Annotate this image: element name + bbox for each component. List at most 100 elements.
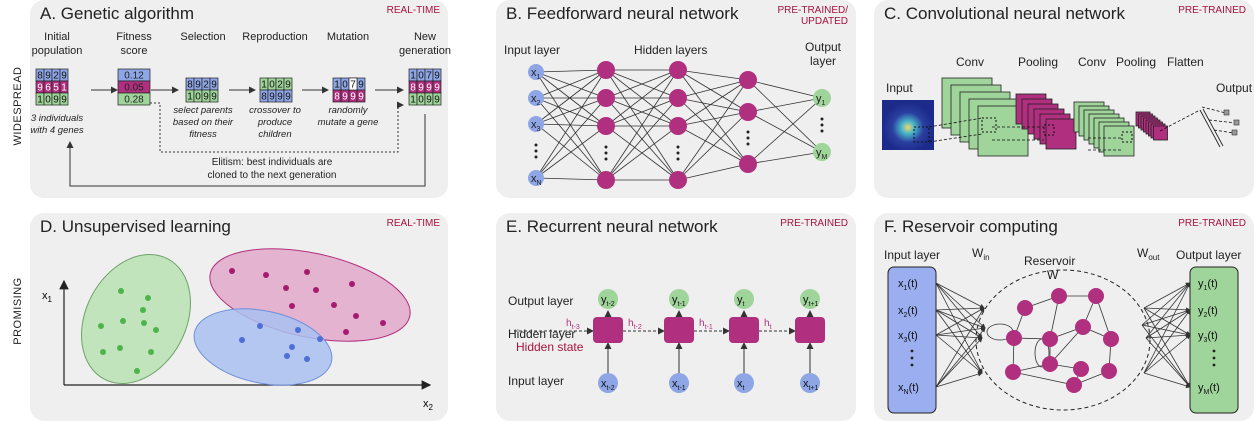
label-output-2: layer bbox=[810, 54, 836, 68]
w-out-letter: W bbox=[1137, 246, 1149, 260]
pooling-feature-map bbox=[1153, 125, 1168, 141]
caption-elitism-1: Elitism: best individuals are bbox=[212, 157, 333, 168]
ellipsis-dot bbox=[604, 145, 608, 149]
data-point-purple bbox=[349, 281, 355, 287]
population-cell bbox=[59, 92, 69, 106]
data-point-purple bbox=[289, 303, 295, 309]
reservoir-boundary bbox=[975, 269, 1151, 411]
connection bbox=[747, 97, 823, 165]
output-label: y2(t) bbox=[1198, 305, 1218, 319]
input-label: x1 bbox=[531, 67, 541, 81]
mutated-value: 9 bbox=[350, 92, 356, 103]
input-weight bbox=[935, 371, 983, 388]
ellipsis-dot bbox=[910, 349, 914, 353]
output-weight bbox=[1143, 282, 1191, 309]
connection bbox=[605, 125, 679, 181]
badge-pre-trained: PRE-TRAINED bbox=[1178, 218, 1246, 229]
label-w-out: Wout bbox=[1137, 246, 1160, 262]
hidden-neuron bbox=[739, 103, 757, 121]
input-label: xt-2 bbox=[601, 378, 615, 392]
connection bbox=[677, 111, 749, 181]
reproduced-value: 9 bbox=[285, 80, 291, 91]
header-selection: Selection bbox=[180, 31, 225, 43]
connection bbox=[677, 69, 749, 165]
reservoir-diagram: Input layer Reservoir Output layer W Win… bbox=[884, 246, 1241, 414]
input-weight bbox=[935, 334, 983, 374]
data-point-green bbox=[134, 368, 140, 374]
ellipsis-dot bbox=[534, 155, 538, 159]
badge-real-time: REAL-TIME bbox=[386, 218, 440, 229]
header-initial: Initial bbox=[44, 31, 70, 43]
output-weight bbox=[1143, 307, 1191, 313]
mutated-value: 9 bbox=[358, 92, 364, 103]
axis-x-sub: 2 bbox=[429, 403, 434, 412]
connection bbox=[605, 69, 679, 127]
label-output: Output bbox=[1216, 81, 1253, 95]
data-point-purple bbox=[313, 287, 319, 293]
output-label: yM(t) bbox=[1198, 382, 1220, 396]
input-neuron bbox=[528, 170, 544, 186]
caption-elitism-2: cloned to the next generation bbox=[208, 170, 337, 181]
population-value: 2 bbox=[53, 71, 59, 82]
label-pooling-2: Pooling bbox=[1116, 55, 1156, 69]
connection bbox=[535, 125, 607, 179]
output-weight bbox=[1145, 332, 1191, 339]
population-value: 9 bbox=[45, 71, 51, 82]
input-label: xt+1 bbox=[803, 378, 819, 392]
input-weight bbox=[935, 282, 985, 309]
connection bbox=[747, 151, 823, 165]
input-label: xt bbox=[737, 378, 745, 392]
hidden-unit bbox=[593, 317, 623, 343]
new-generation-value: 1 bbox=[410, 95, 416, 106]
ellipsis-dot bbox=[604, 157, 608, 161]
connection bbox=[677, 97, 749, 165]
output-label: y1 bbox=[816, 93, 826, 107]
hidden-state-label: ht-2 bbox=[628, 318, 642, 331]
axis-y-label: x1 bbox=[42, 290, 53, 304]
w-in-letter: W bbox=[972, 246, 984, 260]
cluster-green bbox=[81, 254, 191, 384]
reservoir-node bbox=[1042, 356, 1058, 372]
data-point-green bbox=[153, 327, 159, 333]
caption-pop-2: with 4 genes bbox=[30, 125, 84, 136]
data-point-green bbox=[117, 345, 123, 351]
hidden-state-label: ht bbox=[764, 318, 772, 331]
input-weight bbox=[935, 282, 983, 339]
input-neuron bbox=[528, 116, 544, 132]
output-node bbox=[734, 289, 754, 309]
input-node bbox=[734, 373, 754, 393]
ellipsis-dot bbox=[534, 149, 538, 153]
connection bbox=[535, 97, 607, 181]
mutated-value: 9 bbox=[342, 92, 348, 103]
selected-value: 9 bbox=[211, 92, 217, 103]
connection bbox=[605, 69, 679, 99]
label-conv-2: Conv bbox=[1078, 55, 1106, 69]
ellipsis-dot bbox=[676, 157, 680, 161]
ellipsis-dot bbox=[676, 151, 680, 155]
new-generation-value: 1 bbox=[410, 71, 416, 82]
label-hidden-state: Hidden state bbox=[516, 340, 584, 354]
connection bbox=[747, 111, 823, 153]
panel-convolutional-nn: C. Convolutional neural network PRE-TRAI… bbox=[874, 0, 1254, 198]
header-mutation: Mutation bbox=[327, 31, 369, 43]
label-output-1: Output bbox=[805, 40, 842, 54]
connection bbox=[677, 69, 749, 113]
output-weight bbox=[1143, 309, 1191, 374]
ellipsis-dot bbox=[820, 123, 824, 127]
connection bbox=[535, 69, 607, 179]
data-point-green bbox=[141, 320, 147, 326]
input-neuron bbox=[528, 64, 544, 80]
new-generation-value: 9 bbox=[434, 83, 440, 94]
input-label: x3 bbox=[531, 119, 541, 133]
reservoir-connection bbox=[1012, 371, 1075, 387]
input-node bbox=[598, 373, 618, 393]
data-point-purple bbox=[343, 329, 349, 335]
reproduced-value: 1 bbox=[261, 80, 267, 91]
output-weight bbox=[1143, 282, 1191, 374]
label-reservoir: Reservoir bbox=[1024, 254, 1075, 268]
connection bbox=[535, 123, 607, 127]
output-label: y3(t) bbox=[1198, 330, 1218, 344]
hidden-unit bbox=[729, 317, 759, 343]
reservoir-node bbox=[1075, 319, 1091, 335]
